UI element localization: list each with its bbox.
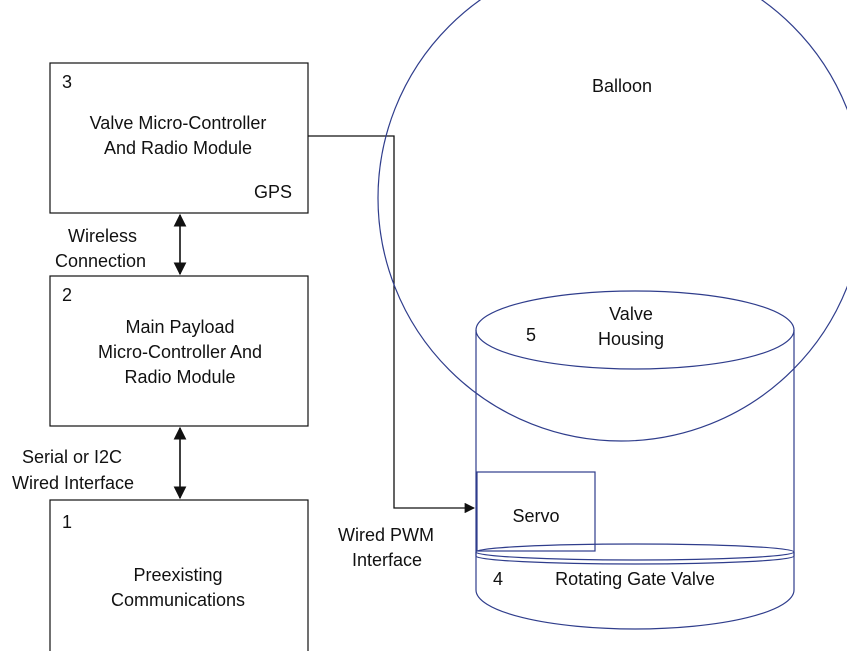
servo: Servo — [476, 471, 596, 552]
balloon-circle — [377, 0, 847, 442]
wireless-label-line2: Connection — [55, 251, 146, 271]
wireless-label-line1: Wireless — [68, 226, 137, 246]
preexisting-title-line1: Preexisting — [133, 565, 222, 585]
valve-controller-title-line1: Valve Micro-Controller — [90, 113, 267, 133]
servo-label: Servo — [512, 506, 559, 526]
valve-housing: 5 Valve Housing — [475, 290, 795, 630]
main-payload-block: 2 Main Payload Micro-Controller And Radi… — [49, 275, 309, 427]
gate-valve-lower-edge — [475, 552, 795, 565]
preexisting-block: 1 Preexisting Communications — [49, 499, 309, 651]
main-payload-title-line3: Radio Module — [124, 367, 235, 387]
serial-label-line1: Serial or I2C — [22, 447, 122, 467]
valve-housing-title-line2: Housing — [598, 329, 664, 349]
balloon: Balloon — [377, 0, 847, 442]
pwm-label-line2: Interface — [352, 550, 422, 570]
main-payload-number: 2 — [62, 285, 72, 305]
pwm-connection-line — [308, 135, 476, 514]
gps-label: GPS — [254, 182, 292, 202]
gate-valve-top-ellipse — [475, 543, 795, 561]
preexisting-title-line2: Communications — [111, 590, 245, 610]
main-payload-title-line1: Main Payload — [125, 317, 234, 337]
valve-controller-block: 3 Valve Micro-Controller And Radio Modul… — [49, 62, 309, 214]
serial-label-line2: Wired Interface — [12, 473, 134, 493]
preexisting-number: 1 — [62, 512, 72, 532]
valve-controller-number: 3 — [62, 72, 72, 92]
balloon-label: Balloon — [592, 76, 652, 96]
main-payload-title-line2: Micro-Controller And — [98, 342, 262, 362]
valve-housing-bottom — [475, 589, 795, 630]
main-payload-box — [49, 275, 309, 427]
gate-valve-label: Rotating Gate Valve — [555, 569, 715, 589]
valve-housing-title-line1: Valve — [609, 304, 653, 324]
gate-valve-number: 4 — [493, 569, 503, 589]
valve-controller-title-line2: And Radio Module — [104, 138, 252, 158]
preexisting-box — [49, 499, 309, 651]
servo-box — [476, 471, 596, 552]
gate-valve: 4 Rotating Gate Valve — [475, 543, 795, 589]
valve-controller-box — [49, 62, 309, 214]
pwm-label-line1: Wired PWM — [338, 525, 434, 545]
valve-housing-number: 5 — [526, 325, 536, 345]
